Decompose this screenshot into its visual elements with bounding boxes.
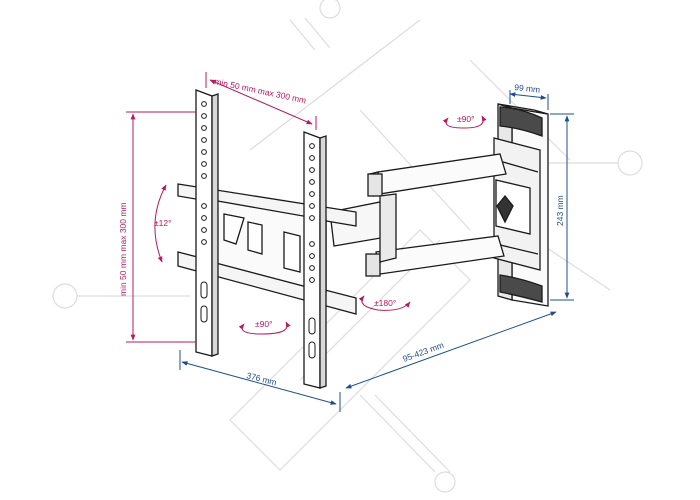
mounting-holes	[200, 101, 316, 359]
watermark	[52, 0, 643, 493]
plate-swivel-label: ±90°	[255, 319, 273, 329]
wall-plate-height-label: 243 mm	[555, 195, 565, 226]
tilt-angle-label: ±12°	[154, 218, 172, 228]
vesa-horizontal-label: min 50 mm max 300 mm	[214, 76, 308, 105]
vesa-vertical-label: min 50 mm max 300 mm	[118, 202, 128, 296]
wall-plate	[493, 103, 549, 307]
articulating-arms	[329, 153, 507, 277]
tv-bracket	[177, 89, 357, 389]
wall-swivel-label: ±90°	[457, 114, 475, 124]
wall-plate-depth-label: 99 mm	[514, 82, 541, 95]
dimension-lines-blue	[179, 90, 574, 412]
dimension-lines-magenta	[126, 72, 487, 343]
plate-rotate-label: ±180°	[374, 298, 396, 308]
plate-width-label: 376 mm	[246, 370, 278, 387]
